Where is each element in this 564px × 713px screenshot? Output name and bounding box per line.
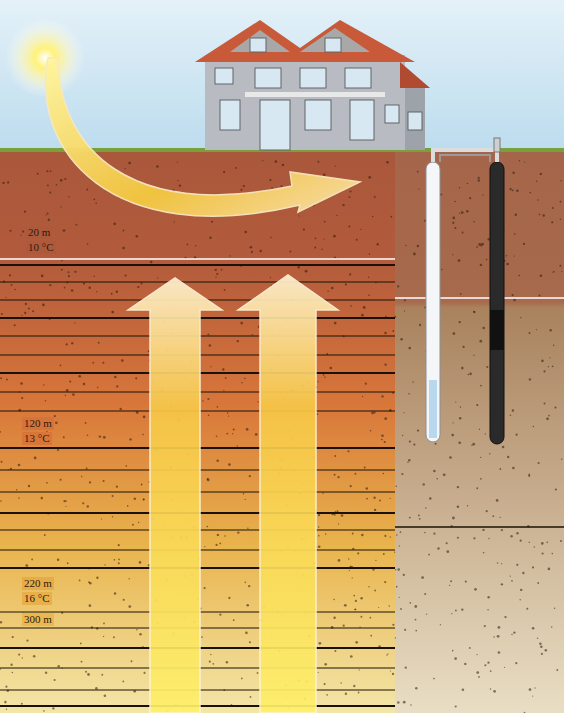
depth-temperature-label: 220 m — [22, 577, 54, 590]
depth-temperature-label: 300 m — [22, 613, 54, 626]
stratum-line — [0, 264, 395, 266]
depth-temperature-label: 13 °C — [22, 432, 52, 445]
depth-temperature-label: 10 °C — [26, 241, 56, 254]
depth-temperature-label: 20 m — [26, 226, 52, 239]
stratum-line — [0, 282, 395, 283]
depth-temperature-label: 16 °C — [22, 592, 52, 605]
depth-temperature-label: 120 m — [22, 417, 54, 430]
